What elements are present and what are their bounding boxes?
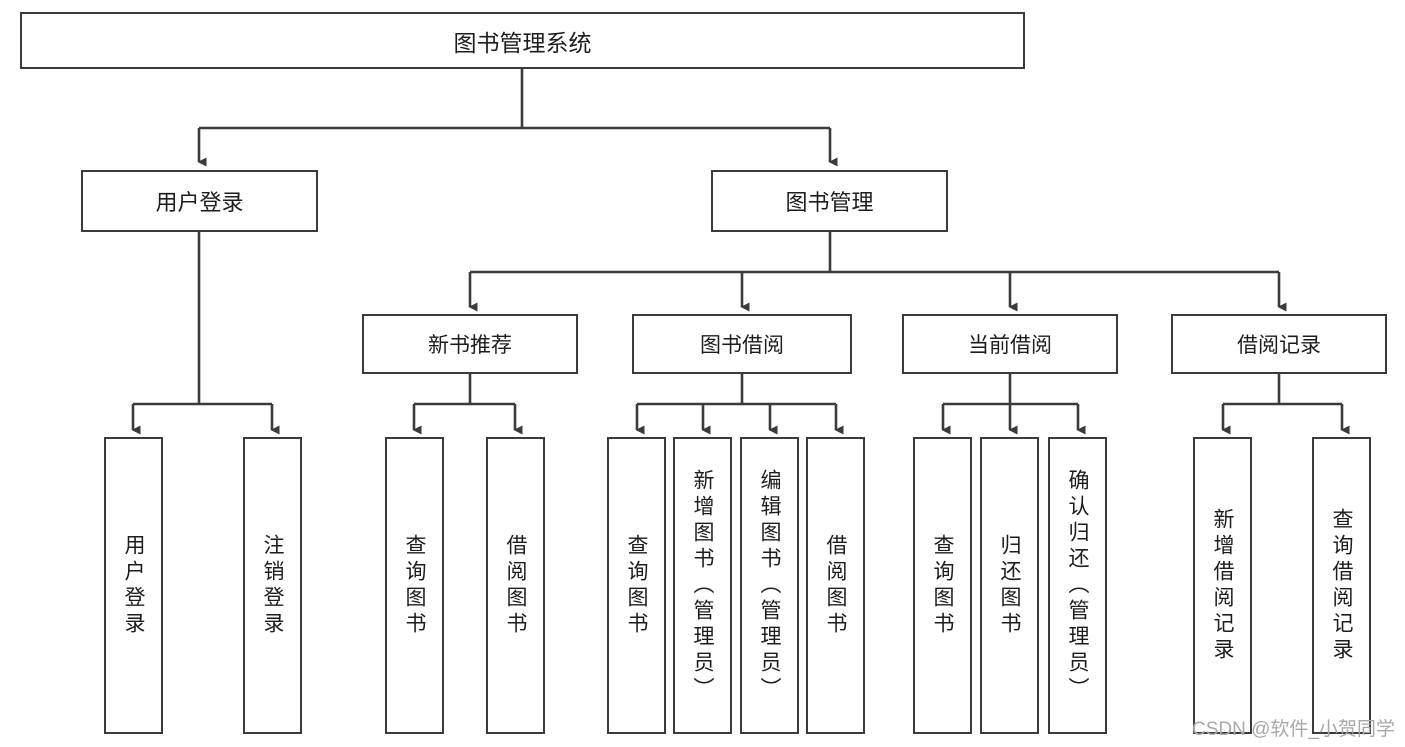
leaf-borrow-add-book-admin[interactable]: 新增图书（管理员） <box>673 437 732 734</box>
node-label: 图书管理系统 <box>453 29 592 56</box>
leaf-recommend-borrow-book[interactable]: 借阅图书 <box>486 437 545 734</box>
leaf-record-query-record[interactable]: 查询借阅记录 <box>1312 437 1371 734</box>
leaf-current-query-book[interactable]: 查询图书 <box>913 437 972 734</box>
leaf-borrow-edit-book-admin[interactable]: 编辑图书（管理员） <box>740 437 799 734</box>
node-label: 注销登录 <box>261 533 284 638</box>
watermark-text: CSDN @软件_小贺同学 <box>1192 719 1395 740</box>
node-label: 借阅记录 <box>1237 334 1321 357</box>
leaf-record-add-record[interactable]: 新增借阅记录 <box>1193 437 1252 734</box>
leaf-borrow-query-book[interactable]: 查询图书 <box>607 437 666 734</box>
node-label: 当前借阅 <box>968 334 1052 357</box>
leaf-current-return-book[interactable]: 归还图书 <box>980 437 1039 734</box>
node-label: 查询图书 <box>625 533 648 638</box>
node-label: 新增图书（管理员） <box>691 468 714 703</box>
node-label: 编辑图书（管理员） <box>758 468 781 703</box>
leaf-current-confirm-return-admin[interactable]: 确认归还（管理员） <box>1048 437 1107 734</box>
node-current-borrow[interactable]: 当前借阅 <box>902 314 1118 374</box>
node-user-login[interactable]: 用户登录 <box>81 170 318 232</box>
node-label: 查询图书 <box>931 533 954 638</box>
node-new-book-recommend[interactable]: 新书推荐 <box>362 314 578 374</box>
node-label: 图书管理 <box>785 190 874 215</box>
node-label: 用户登录 <box>122 533 145 638</box>
node-label: 查询借阅记录 <box>1330 507 1353 664</box>
node-label: 新书推荐 <box>428 334 512 357</box>
node-book-borrow[interactable]: 图书借阅 <box>632 314 852 374</box>
node-label: 借阅图书 <box>504 533 527 638</box>
leaf-recommend-query-book[interactable]: 查询图书 <box>385 437 444 734</box>
node-borrow-record[interactable]: 借阅记录 <box>1171 314 1387 374</box>
leaf-user-login-signin[interactable]: 用户登录 <box>104 437 163 734</box>
node-label: 查询图书 <box>403 533 426 638</box>
leaf-borrow-borrow-book[interactable]: 借阅图书 <box>806 437 865 734</box>
node-label: 用户登录 <box>155 190 244 215</box>
leaf-user-login-logout[interactable]: 注销登录 <box>243 437 302 734</box>
node-label: 新增借阅记录 <box>1211 507 1234 664</box>
node-label: 归还图书 <box>998 533 1021 638</box>
node-root-system[interactable]: 图书管理系统 <box>20 12 1025 69</box>
node-label: 借阅图书 <box>824 533 847 638</box>
node-book-management[interactable]: 图书管理 <box>711 170 948 232</box>
node-label: 图书借阅 <box>700 334 784 357</box>
node-label: 确认归还（管理员） <box>1066 468 1089 703</box>
